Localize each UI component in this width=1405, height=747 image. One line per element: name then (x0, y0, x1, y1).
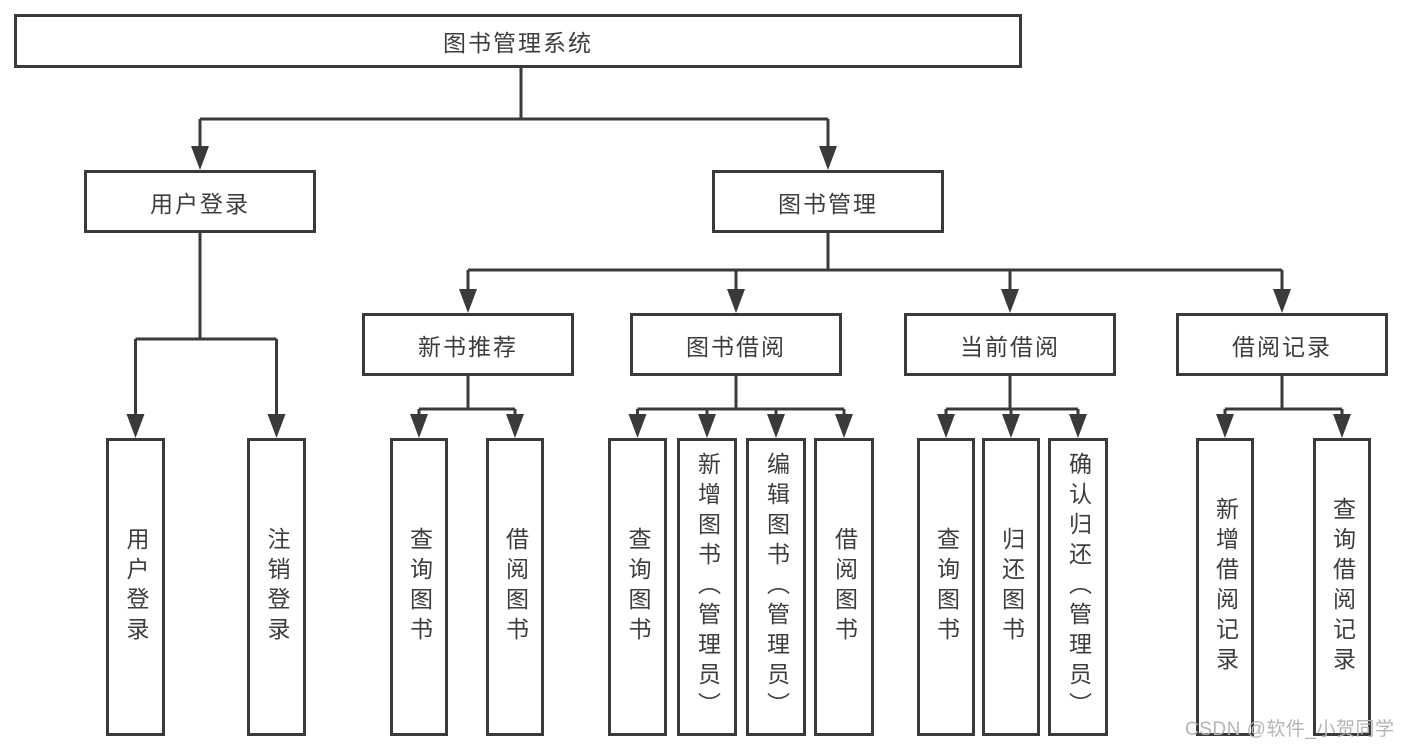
node-book-borrowing: 图书借阅 (630, 313, 842, 376)
arrowhead (1273, 289, 1291, 313)
arrowhead (767, 414, 785, 438)
arrowhead (410, 414, 428, 438)
arrowhead (819, 146, 837, 170)
leaf-query-books: 查询图书 (917, 438, 975, 736)
leaf-borrow-books: 借阅图书 (814, 438, 874, 736)
leaf-label: 查询图书 (933, 527, 960, 647)
node-label: 借阅记录 (1232, 333, 1332, 360)
leaf-edit-books-admin: 编辑图书（管理员） (746, 438, 806, 736)
node-label: 用户登录 (150, 190, 250, 217)
connector-new-books-to-leaves (410, 376, 524, 438)
arrowhead (1333, 414, 1351, 438)
node-new-book-recommendation: 新书推荐 (362, 313, 574, 376)
arrowhead (1216, 414, 1234, 438)
arrowhead (126, 414, 145, 438)
node-borrowing-records: 借阅记录 (1176, 313, 1388, 376)
leaf-borrow-books: 借阅图书 (486, 438, 544, 736)
arrowhead (506, 414, 524, 438)
leaf-query-books: 查询图书 (390, 438, 448, 736)
leaf-label: 用户登录 (123, 527, 149, 647)
connector-root-to-level2 (191, 68, 837, 170)
leaf-label: 新增图书（管理员） (694, 452, 721, 722)
arrowhead (1002, 414, 1020, 438)
arrowhead (835, 414, 853, 438)
node-label: 新书推荐 (418, 333, 518, 360)
leaf-query-books: 查询图书 (608, 438, 667, 736)
node-library-management-system: 图书管理系统 (14, 14, 1022, 68)
arrowhead (1001, 289, 1019, 313)
connector-user-login-to-leaves (126, 233, 286, 438)
leaf-label: 查询图书 (406, 527, 433, 647)
leaf-query-borrow-record: 查询借阅记录 (1313, 438, 1371, 736)
connector-borrow-records-to-leaves (1216, 376, 1351, 438)
leaf-add-borrow-record: 新增借阅记录 (1196, 438, 1254, 736)
leaf-label: 归还图书 (998, 527, 1025, 647)
leaf-label: 新增借阅记录 (1212, 497, 1239, 677)
node-label: 图书借阅 (686, 333, 786, 360)
leaf-label: 借阅图书 (502, 527, 529, 647)
arrowhead (628, 414, 647, 438)
leaf-add-books-admin: 新增图书（管理员） (677, 438, 737, 736)
arrowhead (698, 414, 716, 438)
leaf-logout: 注销登录 (247, 438, 306, 736)
arrowhead (191, 146, 209, 170)
node-user-login: 用户登录 (84, 170, 316, 233)
leaf-label: 查询借阅记录 (1329, 497, 1356, 677)
leaf-label: 确认归还（管理员） (1065, 452, 1092, 722)
leaf-return-books: 归还图书 (982, 438, 1040, 736)
node-label: 图书管理 (778, 190, 878, 217)
csdn-watermark: CSDN @软件_小贺同学 (1185, 719, 1395, 740)
arrowhead (459, 289, 477, 313)
node-book-management: 图书管理 (712, 170, 944, 233)
leaf-label: 编辑图书（管理员） (763, 452, 790, 722)
arrowhead (267, 414, 286, 438)
leaf-label: 查询图书 (625, 527, 651, 647)
leaf-user-login: 用户登录 (106, 438, 165, 736)
node-label: 图书管理系统 (443, 30, 593, 56)
arrowhead (937, 414, 955, 438)
arrowhead (1069, 414, 1087, 438)
leaf-label: 借阅图书 (831, 527, 858, 647)
connector-book-borrow-to-leaves (628, 376, 853, 438)
arrowhead (727, 289, 745, 313)
connector-current-borrow-to-leaves (937, 376, 1087, 438)
node-label: 当前借阅 (960, 333, 1060, 360)
leaf-label: 注销登录 (264, 527, 290, 647)
leaf-confirm-return-admin: 确认归还（管理员） (1048, 438, 1108, 736)
node-current-borrowing: 当前借阅 (904, 313, 1116, 376)
connector-book-mgmt-to-level3 (459, 233, 1291, 313)
